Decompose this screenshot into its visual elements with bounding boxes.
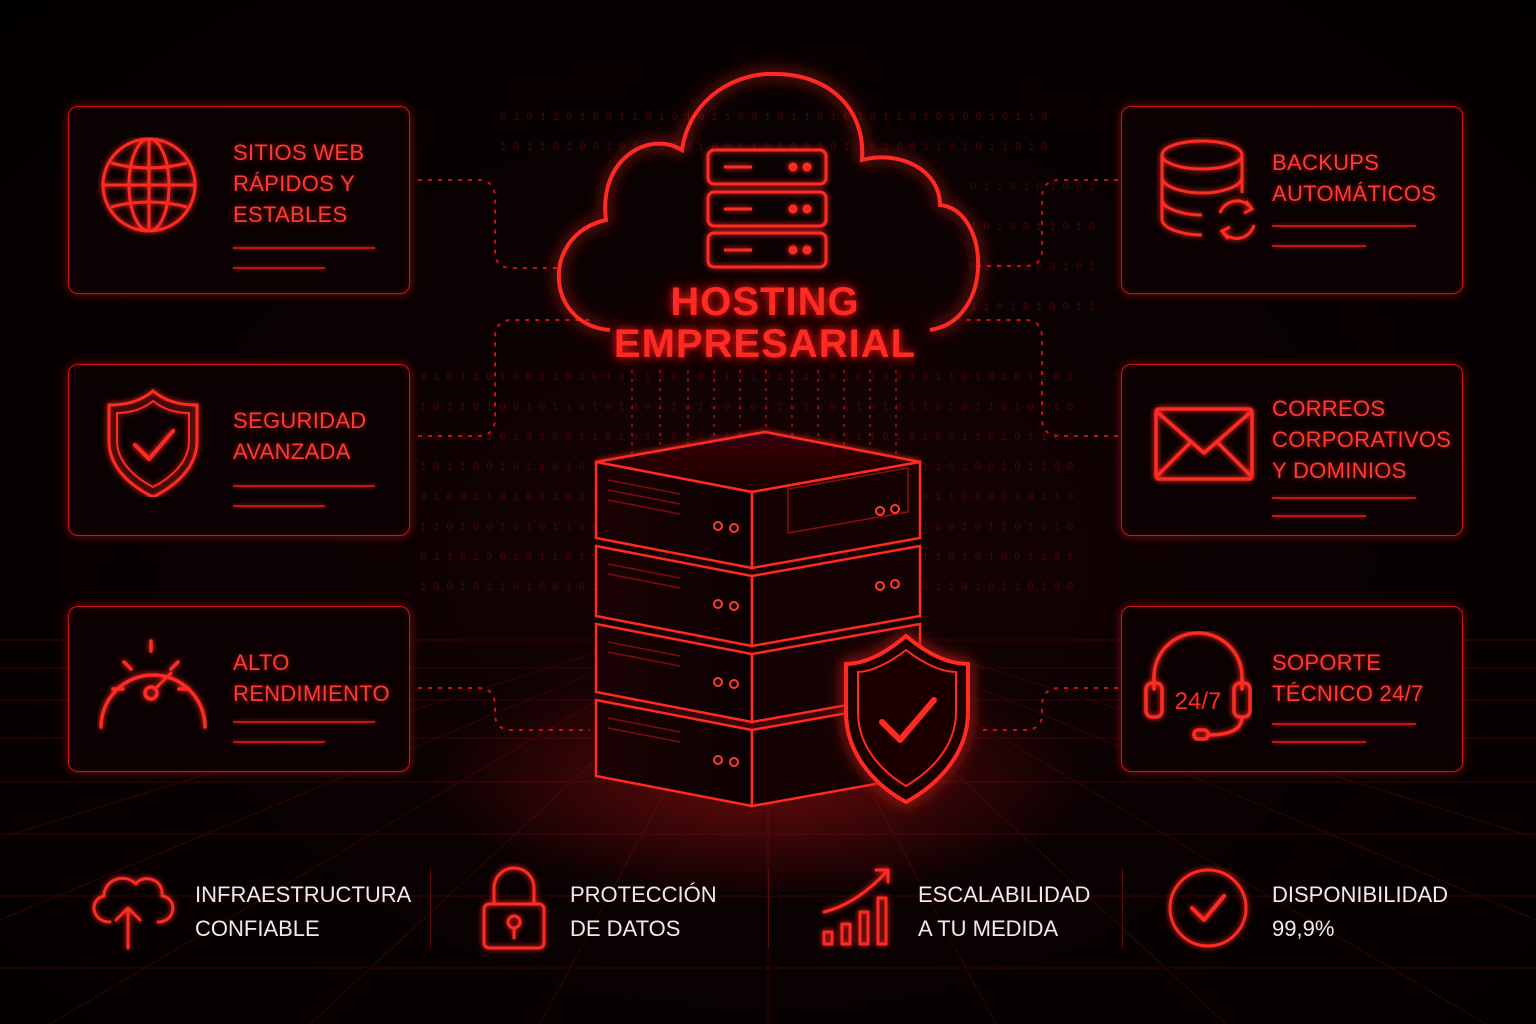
card-performance-label: ALTO RENDIMIENTO [233,647,399,709]
feature-availability: DISPONIBILIDAD 99,9% [1166,860,1466,960]
svg-text:1 1 0 1 0 1 0 0 1 1: 1 1 0 1 0 1 0 0 1 1 [970,302,1096,314]
svg-text:1 0 1 1 0 1 0 0 1 0 1 1 0 1 0: 1 0 1 1 0 1 0 0 1 0 1 1 0 1 0 1 0 0 1 1 … [500,142,1048,154]
feature-protection-line2: DE DATOS [570,916,681,941]
card-email-label: CORREOS CORPORATIVOS Y DOMINIOS [1272,393,1452,486]
card-rule [1272,497,1416,499]
card-rule-short [233,267,325,269]
card-rule [233,247,375,249]
card-rule-short [233,741,325,743]
server-stack [594,430,922,808]
server-unit [594,544,922,648]
svg-text:0 1 0 1 1 0 0 1 0 1: 0 1 0 1 1 0 0 1 0 1 [970,262,1096,274]
svg-text:0 1 0 1 1 0 1 0 0 1 1 0 1 0 1: 0 1 0 1 1 0 1 0 0 1 1 0 1 0 1 0 1 1 0 0 … [500,112,1048,124]
card-email-line1: CORREOS [1272,396,1386,421]
support-badge: 24/7 [1175,688,1222,715]
cloud-upload-icon [92,876,175,950]
card-websites[interactable]: SITIOS WEB RÁPIDOS Y ESTABLES [68,106,410,294]
card-performance-line1: ALTO [233,650,290,675]
svg-text:0 1 1 0 1 0 1 0 0 1: 0 1 1 0 1 0 1 0 0 1 [970,182,1096,194]
main-title-line1: HOSTING [670,280,860,324]
feature-availability-line2: 99,9% [1272,916,1335,941]
card-support-label: SOPORTE TÉCNICO 24/7 [1272,647,1452,709]
feature-infra-text: INFRAESTRUCTURA CONFIABLE [195,878,411,946]
card-rule [233,721,375,723]
card-backups-label: BACKUPS AUTOMÁTICOS [1272,147,1452,209]
card-rule-short [1272,741,1366,743]
feature-scalability: ESCALABILIDAD A TU MEDIDA [818,860,1108,960]
feature-availability-text: DISPONIBILIDAD 99,9% [1272,878,1448,946]
headset-icon: 24/7 [1144,631,1252,741]
feature-scalability-line2: A TU MEDIDA [918,916,1059,941]
feature-infra-line1: INFRAESTRUCTURA [195,882,412,907]
check-circle-icon [1168,868,1248,948]
card-email[interactable]: CORREOS CORPORATIVOS Y DOMINIOS [1121,364,1463,536]
card-support-line2: TÉCNICO 24/7 [1272,681,1424,706]
server-unit [594,622,922,724]
connector-lines [418,179,1118,731]
feature-protection-line1: PROTECCIÓN [570,882,717,907]
server-rack-icon [706,148,828,269]
card-security-label: SEGURIDAD AVANZADA [233,405,399,467]
card-websites-label: SITIOS WEB RÁPIDOS Y ESTABLES [233,137,399,230]
feature-divider [768,868,769,948]
card-performance[interactable]: ALTO RENDIMIENTO [68,606,410,772]
feature-protection: PROTECCIÓN DE DATOS [472,860,752,960]
card-rule [1272,723,1416,725]
card-rule-short [233,505,325,507]
server-unit [594,460,922,570]
feature-divider [1122,868,1123,948]
feature-protection-text: PROTECCIÓN DE DATOS [570,878,717,946]
card-support[interactable]: 24/7 SOPORTE TÉCNICO 24/7 [1121,606,1463,772]
globe-icon [101,137,197,233]
cloud-outline [556,71,981,332]
card-email-line3: Y DOMINIOS [1272,458,1407,483]
card-backups-line1: BACKUPS [1272,150,1380,175]
card-backups-line2: AUTOMÁTICOS [1272,181,1437,206]
speedometer-icon [99,639,207,729]
card-websites-line2: RÁPIDOS Y [233,171,356,196]
envelope-icon [1154,407,1254,481]
card-support-line1: SOPORTE [1272,650,1382,675]
database-sync-icon [1160,139,1256,240]
card-performance-line2: RENDIMIENTO [233,681,390,706]
card-security-line1: SEGURIDAD [233,408,367,433]
svg-text:1 0 1 1 0 1 0 0 1 0 1 1 0 1 0: 1 0 1 1 0 1 0 0 1 0 1 1 0 1 0 1 0 0 1 1 … [420,402,1074,414]
card-rule [1272,225,1416,227]
card-websites-line3: ESTABLES [233,202,348,227]
svg-text:1 0 1 0 0 1 1 0 1 0: 1 0 1 0 0 1 1 0 1 0 [970,222,1095,234]
card-websites-line1: SITIOS WEB [233,140,365,165]
padlock-icon [482,866,546,950]
growth-chart-icon [822,868,890,946]
svg-text:0 1 0 1 1 0 1 0 0 1 1 0 1 0 1: 0 1 0 1 1 0 1 0 0 1 1 0 1 0 1 0 1 1 0 0 … [420,372,1074,384]
feature-divider [430,868,431,948]
card-rule [233,485,375,487]
card-security[interactable]: SEGURIDAD AVANZADA [68,364,410,536]
card-email-line2: CORPORATIVOS [1272,427,1452,452]
card-rule-short [1272,245,1366,247]
feature-infra-line2: CONFIABLE [195,916,320,941]
feature-availability-line1: DISPONIBILIDAD [1272,882,1449,907]
shield-check-icon [844,633,970,805]
shield-check-icon [107,389,199,497]
card-rule-short [1272,515,1366,517]
main-title-line2: EMPRESARIAL [613,322,917,366]
feature-infra: INFRAESTRUCTURA CONFIABLE [80,860,411,960]
card-security-line2: AVANZADA [233,439,351,464]
card-backups[interactable]: BACKUPS AUTOMÁTICOS [1121,106,1463,294]
feature-scalability-text: ESCALABILIDAD A TU MEDIDA [918,878,1090,946]
feature-scalability-line1: ESCALABILIDAD [918,882,1091,907]
